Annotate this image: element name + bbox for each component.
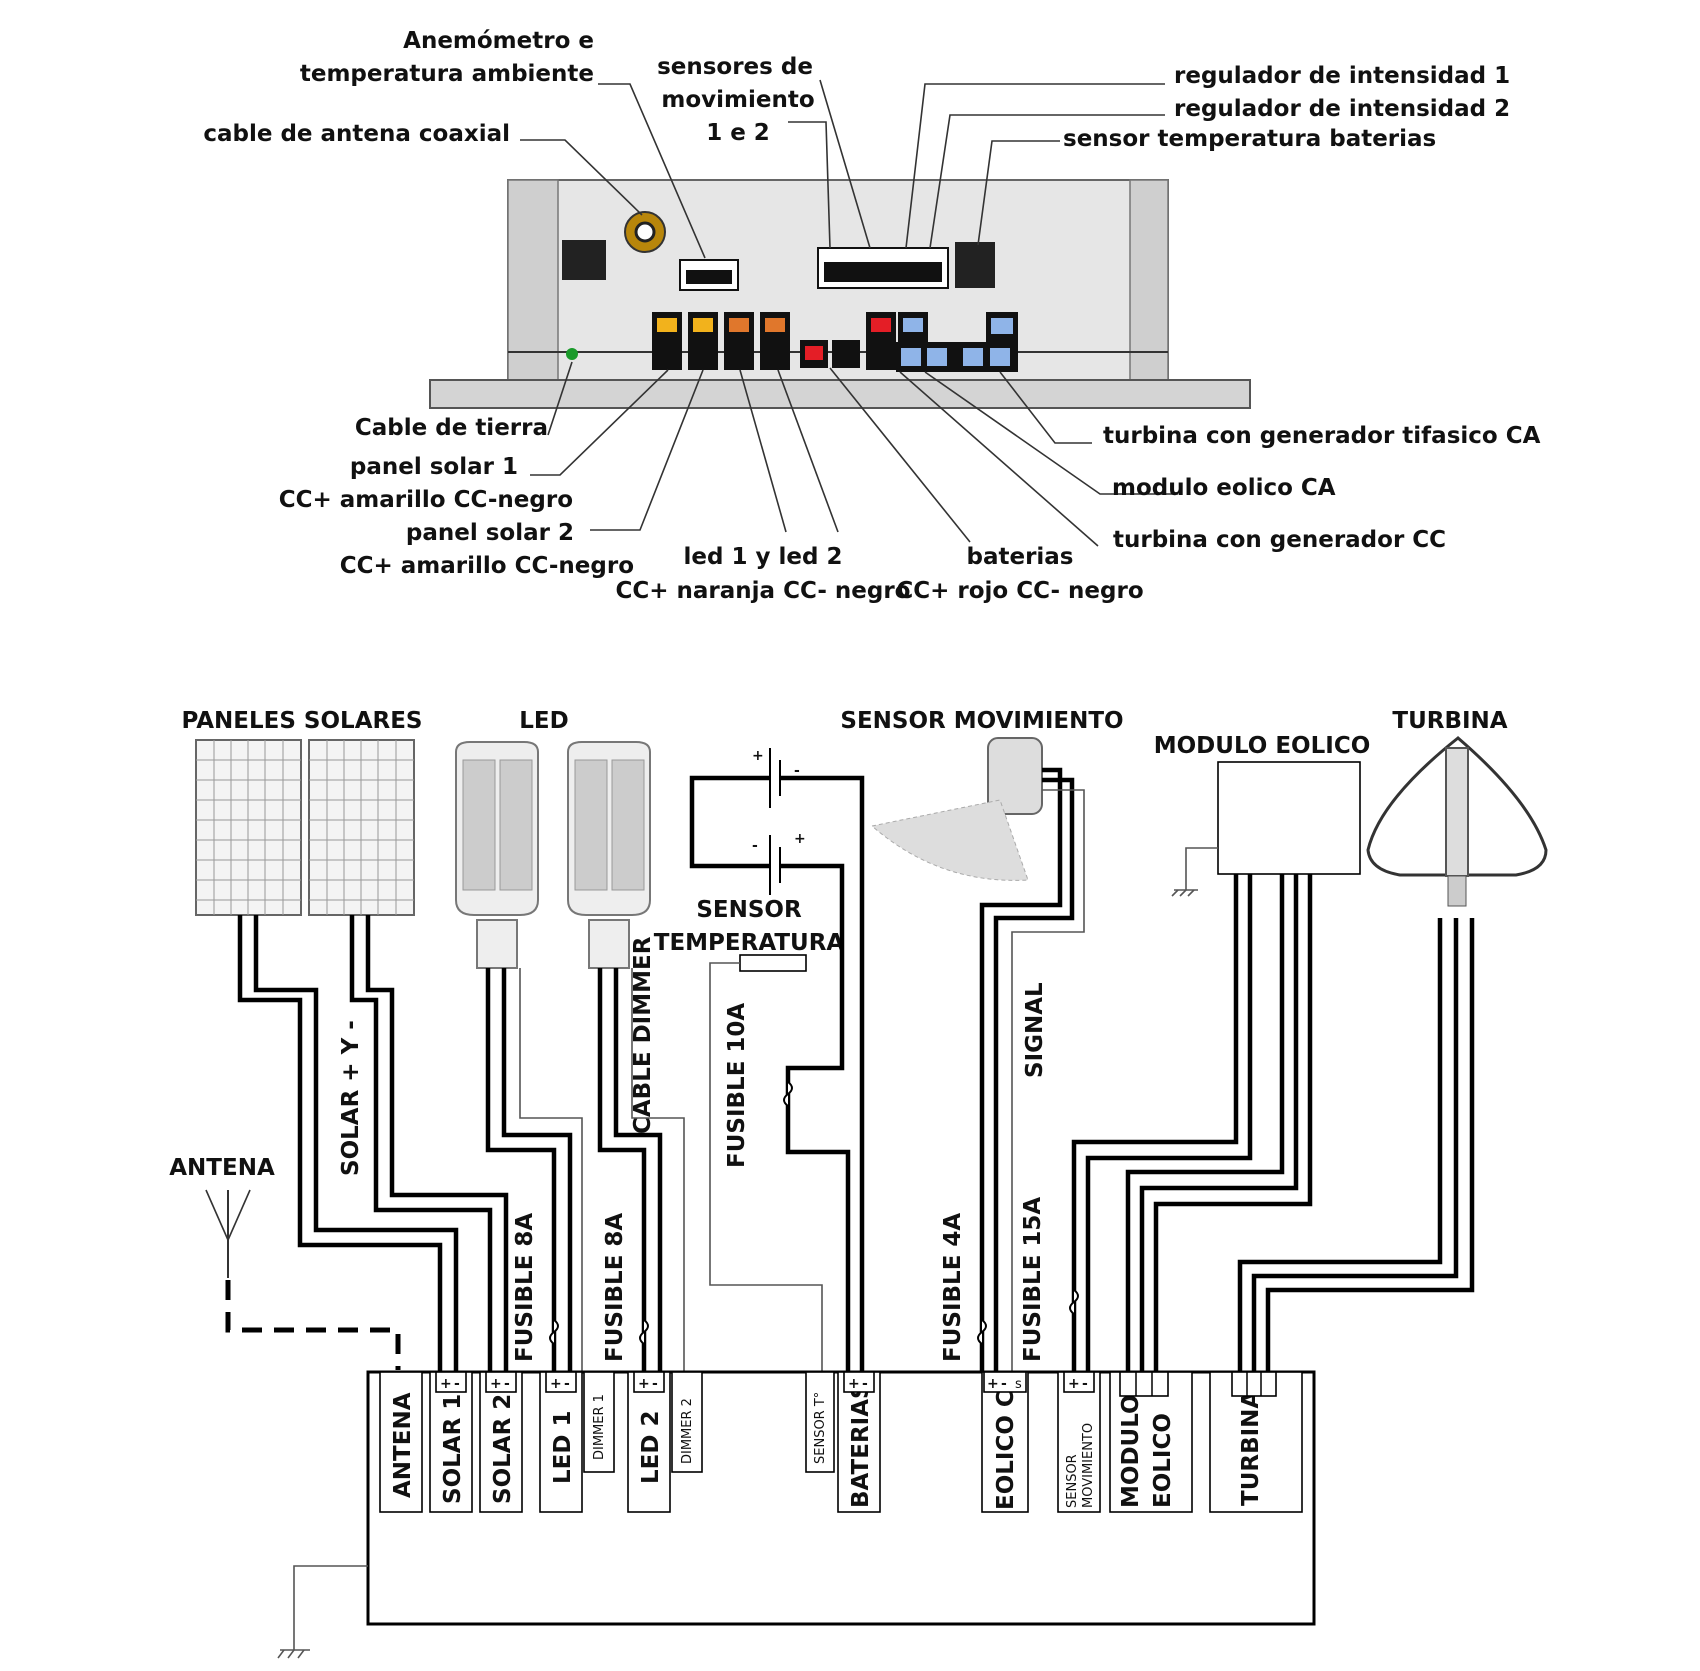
motion-sensor-icon: [870, 737, 1043, 881]
terminal-eolico-cc: EOLICO CC: [993, 1373, 1019, 1510]
power-switch: [562, 240, 606, 280]
device-titles: PANELES SOLARES LED SENSOR MOVIMIENTO MO…: [169, 708, 1508, 1181]
led-lamp-icon: [455, 741, 651, 969]
label-motion-2: movimiento: [661, 87, 814, 113]
label-turbine-ac: turbina con generador tifasico CA: [1103, 423, 1541, 449]
label-motion-1: sensores de: [657, 54, 813, 80]
svg-text:-: -: [1082, 1376, 1088, 1392]
terminal-dimmer2: DIMMER 2: [680, 1398, 695, 1464]
label-dimmer-2: regulador de intensidad 2: [1174, 96, 1510, 122]
svg-text:+: +: [550, 1376, 562, 1392]
terminal-modulo-2: EOLICO: [1150, 1413, 1176, 1508]
label-fuse-15a: FUSIBLE 15A: [1020, 1197, 1046, 1362]
label-fuse-10a: FUSIBLE 10A: [724, 1003, 750, 1168]
terminal-modulo-1: MODULO: [1118, 1394, 1144, 1508]
svg-text:-: -: [862, 1376, 868, 1392]
svg-text:+: +: [848, 1376, 860, 1392]
svg-text:+: +: [490, 1376, 502, 1392]
terminal-solar1: SOLAR 1: [440, 1394, 466, 1504]
polarity-marks: + - + - + - + - + - + - s + -: [435, 1371, 1277, 1397]
fuses: [549, 1081, 1079, 1345]
wires: [237, 767, 1475, 1372]
label-led: led 1 y led 2: [684, 544, 843, 570]
label-batteries-polarity: CC+ rojo CC- negro: [896, 578, 1143, 604]
label-fuse-4a: FUSIBLE 4A: [940, 1213, 966, 1362]
svg-text:+: +: [794, 831, 806, 847]
svg-text:+: +: [1068, 1376, 1080, 1392]
svg-text:-: -: [564, 1376, 570, 1392]
wind-module-box: [1171, 761, 1361, 897]
terminal-solar2: SOLAR 2: [490, 1394, 516, 1504]
terminal-sensor-mov-2: MOVIMIENTO: [1081, 1423, 1096, 1508]
label-fuse-8a-1: FUSIBLE 8A: [512, 1213, 538, 1362]
svg-text:-: -: [752, 838, 758, 854]
turbine-icon: [1366, 736, 1548, 907]
wire-labels: SOLAR + Y - FUSIBLE 8A FUSIBLE 8A CABLE …: [338, 936, 1048, 1362]
battery-temp-connector: [955, 242, 995, 288]
title-led: LED: [519, 708, 568, 734]
label-fuse-8a-2: FUSIBLE 8A: [602, 1213, 628, 1362]
svg-text:+: +: [752, 748, 764, 764]
label-anemometer-2: temperatura ambiente: [300, 61, 594, 87]
battery-icon: + - - +: [752, 748, 806, 895]
svg-text:+: +: [987, 1376, 999, 1392]
label-solar-wires: SOLAR + Y -: [338, 1020, 364, 1176]
label-turbine-dc: turbina con generador CC: [1113, 527, 1446, 553]
title-solar-panels: PANELES SOLARES: [181, 708, 422, 734]
controller-housing: [429, 179, 1251, 409]
terminal-dimmer1: DIMMER 1: [592, 1394, 607, 1460]
title-motion-sensor: SENSOR MOVIMIENTO: [840, 708, 1123, 734]
antenna-icon: [205, 1189, 401, 1370]
label-signal: SIGNAL: [1022, 982, 1048, 1078]
title-wind-module: MODULO EOLICO: [1154, 733, 1371, 759]
terminal-antena: ANTENA: [390, 1392, 416, 1498]
terminal-sensor-t: SENSOR T°: [813, 1392, 828, 1464]
svg-text:-: -: [504, 1376, 510, 1392]
label-motion-3: 1 e 2: [706, 120, 770, 146]
terminal-led2: LED 2: [638, 1411, 664, 1484]
label-solar-1: panel solar 1: [350, 454, 518, 480]
svg-text:+: +: [440, 1376, 452, 1392]
svg-text:-: -: [652, 1376, 658, 1392]
top-labels: Anemómetro e temperatura ambiente cable …: [203, 28, 1540, 604]
label-dimmer-1: regulador de intensidad 1: [1174, 63, 1510, 89]
title-antenna: ANTENA: [169, 1155, 275, 1181]
svg-text:-: -: [794, 763, 800, 779]
label-coax-cable: cable de antena coaxial: [203, 121, 510, 147]
solar-panel-icon: [195, 739, 415, 916]
ground-screw-icon: [566, 348, 578, 360]
terminal-sensor-mov-1: SENSOR: [1065, 1454, 1080, 1508]
label-solar-2-polarity: CC+ amarillo CC-negro: [340, 553, 634, 579]
label-solar-2: panel solar 2: [406, 520, 574, 546]
aux-terminals: [800, 340, 860, 368]
battery-terminals: [866, 312, 928, 370]
label-led-polarity: CC+ naranja CC- negro: [615, 578, 910, 604]
label-batteries: baterias: [966, 544, 1073, 570]
solar-terminals: [652, 312, 718, 370]
svg-text:-: -: [1001, 1376, 1007, 1392]
svg-text:s: s: [1015, 1377, 1022, 1392]
title-turbine: TURBINA: [1392, 708, 1507, 734]
svg-text:-: -: [454, 1376, 460, 1392]
title-temp-sensor-1: SENSOR: [696, 897, 802, 923]
svg-text:+: +: [638, 1376, 650, 1392]
label-ground-cable: Cable de tierra: [355, 415, 548, 441]
temp-sensor-probe: [739, 954, 807, 972]
label-cable-dimmer: CABLE DIMMER: [630, 936, 656, 1134]
terminal-turbina: TURBINA: [1238, 1391, 1264, 1506]
wind-terminals: [896, 312, 1018, 372]
led-terminals: [724, 312, 790, 370]
label-battery-temp: sensor temperatura baterias: [1063, 126, 1436, 152]
label-wind-module-ac: modulo eolico CA: [1112, 475, 1336, 501]
label-solar-1-polarity: CC+ amarillo CC-negro: [279, 487, 573, 513]
terminal-baterias: BATERIAS: [848, 1382, 874, 1508]
leader-lines: [520, 79, 1178, 547]
label-anemometer-1: Anemómetro e: [403, 28, 594, 54]
terminal-led1: LED 1: [550, 1411, 576, 1484]
terminal-blocks: ANTENA SOLAR 1 SOLAR 2 LED 1 DIMMER 1 LE…: [379, 1371, 1303, 1513]
title-temp-sensor-2: TEMPERATURA: [654, 930, 845, 956]
